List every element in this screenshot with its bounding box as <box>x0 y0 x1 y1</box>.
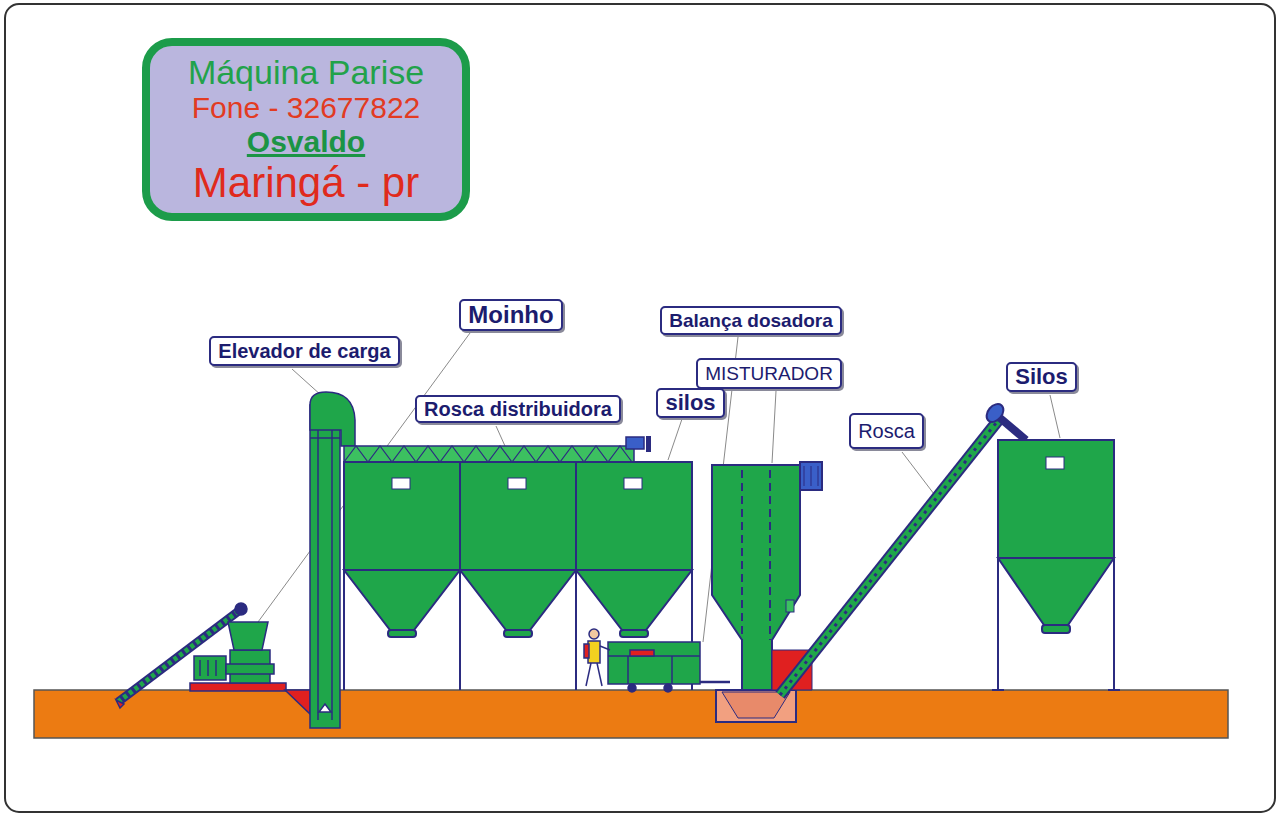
callout-label: Rosca <box>849 413 924 449</box>
part-name: Moinho <box>468 303 553 327</box>
mill-machine <box>116 603 286 708</box>
part-name: Rosca distribuidora <box>424 399 612 419</box>
part-name: silos <box>665 392 715 414</box>
weighing-cart <box>608 642 730 692</box>
city-name: Maringá - pr <box>193 159 419 206</box>
callout-label: silos <box>656 388 725 418</box>
part-name: Balança dosadora <box>669 311 833 330</box>
distribution-screw <box>344 436 651 462</box>
callout-label: MISTURADOR <box>696 358 842 389</box>
part-name: Elevador de carga <box>218 341 390 361</box>
silo-group <box>344 462 692 690</box>
part-name: MISTURADOR <box>705 364 833 383</box>
part-name: Silos <box>1015 366 1068 388</box>
right-silo <box>992 440 1120 690</box>
callout-label: Moinho <box>459 299 563 331</box>
inclined-screw <box>780 401 1026 695</box>
mixer <box>712 462 822 722</box>
operator-figure <box>584 629 610 686</box>
contact-name: Osvaldo <box>247 125 365 159</box>
callout-label: Rosca distribuidora <box>415 395 621 423</box>
page-frame <box>5 4 1275 812</box>
phone-number: Fone - 32677822 <box>192 91 421 125</box>
contact-box: Máquina PariseFone - 32677822OsvaldoMari… <box>142 38 470 221</box>
part-name: Rosca <box>858 421 915 441</box>
callout-label: Silos <box>1006 362 1077 392</box>
company-name: Máquina Parise <box>188 53 424 91</box>
ground <box>34 690 1228 738</box>
callout-label: Balança dosadora <box>660 306 842 335</box>
callout-label: Elevador de carga <box>209 336 400 366</box>
